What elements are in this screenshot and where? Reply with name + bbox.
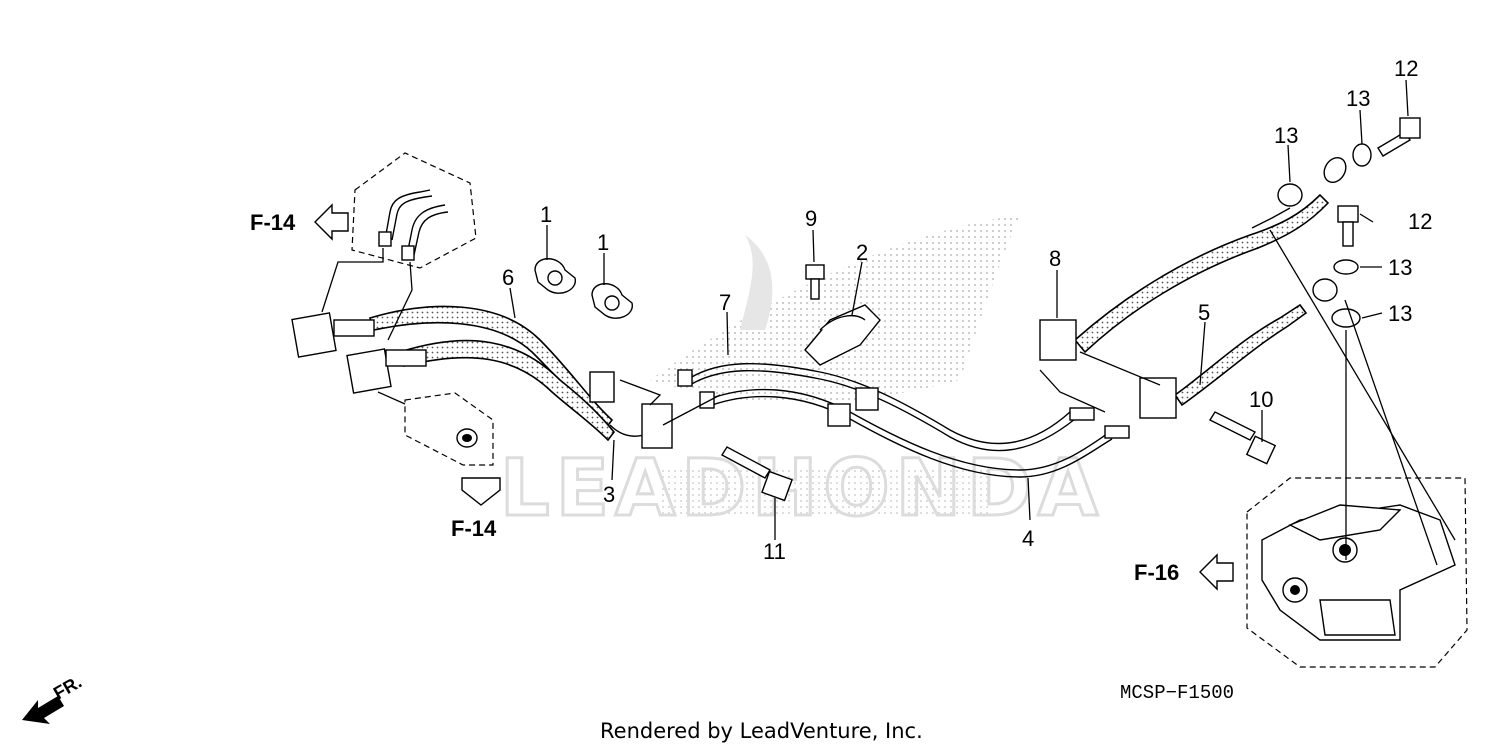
clamp-2 <box>804 304 881 366</box>
inset-bottom-left <box>404 392 494 466</box>
callout-1-a[interactable]: 1 <box>540 202 552 227</box>
callout-13-a[interactable]: 13 <box>1274 123 1298 148</box>
callout-7[interactable]: 7 <box>719 290 731 315</box>
callout-12-a[interactable]: 12 <box>1394 56 1418 81</box>
inset-top-left <box>351 152 477 269</box>
callout-4[interactable]: 4 <box>1022 526 1034 551</box>
ref-f16[interactable]: F-16 <box>1134 560 1179 585</box>
ref-f14-bottom[interactable]: F-14 <box>451 516 497 541</box>
bolt-10 <box>1208 411 1277 465</box>
callout-3[interactable]: 3 <box>603 482 615 507</box>
callout-13-b[interactable]: 13 <box>1346 86 1370 111</box>
bolt-9 <box>805 264 825 300</box>
pipe-4 <box>699 387 1130 478</box>
pipe-7 <box>677 362 1095 452</box>
callout-8[interactable]: 8 <box>1049 246 1061 271</box>
hose-6 <box>291 305 673 449</box>
arrow-left-icon-2[interactable] <box>1199 553 1234 591</box>
leader-lines <box>321 79 1456 566</box>
bolt-12-top <box>1377 117 1421 157</box>
arrow-down-icon[interactable] <box>461 477 501 506</box>
clip-1-b <box>591 283 633 319</box>
callout-5[interactable]: 5 <box>1198 300 1210 325</box>
bolt-11 <box>721 446 793 502</box>
credit-text: Rendered by LeadVenture, Inc. <box>600 719 923 743</box>
washer-13-b <box>1352 143 1372 167</box>
callout-11[interactable]: 11 <box>763 539 786 564</box>
washer-13-a <box>1277 183 1303 207</box>
arrow-left-icon[interactable] <box>314 203 349 241</box>
washer-13-c <box>1333 259 1359 275</box>
callout-10[interactable]: 10 <box>1249 387 1273 412</box>
callout-13-d[interactable]: 13 <box>1388 301 1412 326</box>
callout-9[interactable]: 9 <box>805 206 817 231</box>
callout-12-b[interactable]: 12 <box>1408 209 1432 234</box>
bolt-12-mid <box>1337 205 1359 247</box>
callout-6[interactable]: 6 <box>502 265 514 290</box>
clip-1-a <box>534 258 576 294</box>
callout-2[interactable]: 2 <box>856 240 868 265</box>
caliper-inset <box>1246 477 1468 668</box>
hose-8 <box>1039 156 1347 361</box>
hose-5 <box>1139 278 1338 419</box>
diagram-code: MCSP−F1500 <box>1120 682 1234 704</box>
callout-13-c[interactable]: 13 <box>1388 255 1412 280</box>
washer-13-d <box>1331 308 1361 328</box>
watermark-text: LEADHONDA <box>500 444 1104 534</box>
front-arrow-icon <box>22 696 64 724</box>
watermark-wing-logo <box>650 215 1020 515</box>
ref-f14-top[interactable]: F-14 <box>250 210 296 235</box>
callout-1-b[interactable]: 1 <box>597 230 609 255</box>
